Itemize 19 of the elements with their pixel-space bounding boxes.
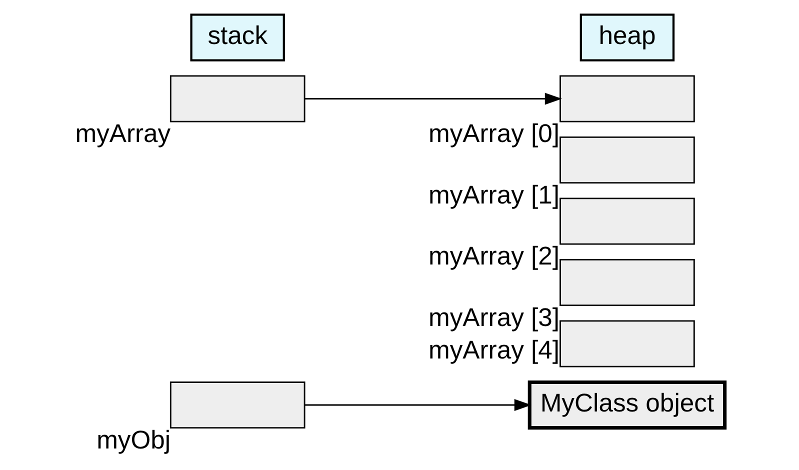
node-box: [559, 136, 694, 183]
node-box: [169, 381, 305, 428]
node-label: myArray [0]: [428, 120, 560, 148]
node-label: myArray: [74, 120, 170, 148]
node-label: myArray [3]: [428, 303, 560, 332]
node-label: myArray [2]: [428, 242, 560, 270]
node-box: [559, 197, 694, 244]
node-label: myArray [1]: [428, 180, 560, 209]
node-label: myObj: [96, 426, 170, 454]
arrow: [304, 398, 531, 410]
node-box: [559, 320, 694, 367]
node-box: heap: [579, 13, 674, 61]
node-box: [559, 74, 694, 122]
node-label: myArray [4]: [428, 336, 560, 364]
node-box: MyClass object: [527, 380, 726, 430]
node-box: [169, 74, 305, 122]
node-box: stack: [190, 13, 284, 61]
arrow: [304, 92, 562, 104]
node-box: [559, 258, 694, 306]
